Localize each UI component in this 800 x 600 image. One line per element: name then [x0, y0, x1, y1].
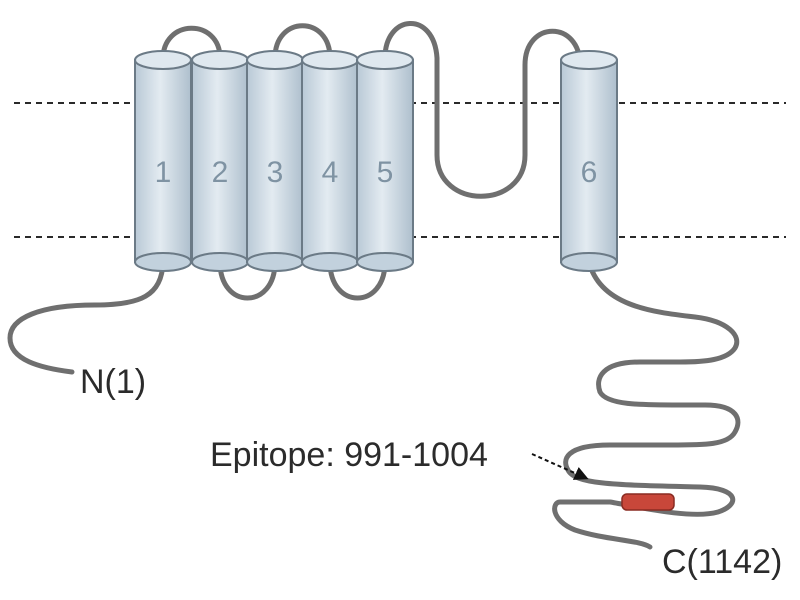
polypeptide-chain [7, 21, 741, 550]
helix-6: 6 [560, 50, 618, 272]
epitope-arrow [531, 453, 589, 480]
helix-2-label: 2 [212, 156, 229, 189]
c-terminus-label: C(1142) [662, 543, 782, 581]
helix-3-label: 3 [267, 156, 284, 189]
helix-1: 1 [134, 50, 192, 272]
loop-4-5-intracellular [327, 259, 388, 301]
loop-3-4-extracellular [272, 23, 333, 61]
n-terminal-tail [7, 259, 166, 375]
helix-6-label: 6 [581, 156, 598, 189]
loop-2-3-intracellular [217, 259, 278, 301]
helix-3: 3 [246, 50, 304, 272]
loop-1-2-extracellular [160, 25, 223, 63]
helix-5: 5 [356, 50, 414, 272]
epitope-label: Epitope: 991-1004 [210, 436, 488, 474]
helix-1-label: 1 [155, 156, 172, 189]
helix-2: 2 [191, 50, 249, 272]
helix-group: 1 2 3 4 5 6 [134, 50, 618, 272]
loop-5-6-reentrant [382, 21, 583, 199]
helix-4: 4 [301, 50, 359, 272]
helix-5-label: 5 [377, 156, 394, 189]
epitope-segment [621, 493, 675, 511]
helix-4-label: 4 [322, 156, 339, 189]
n-terminus-label: N(1) [80, 363, 146, 401]
